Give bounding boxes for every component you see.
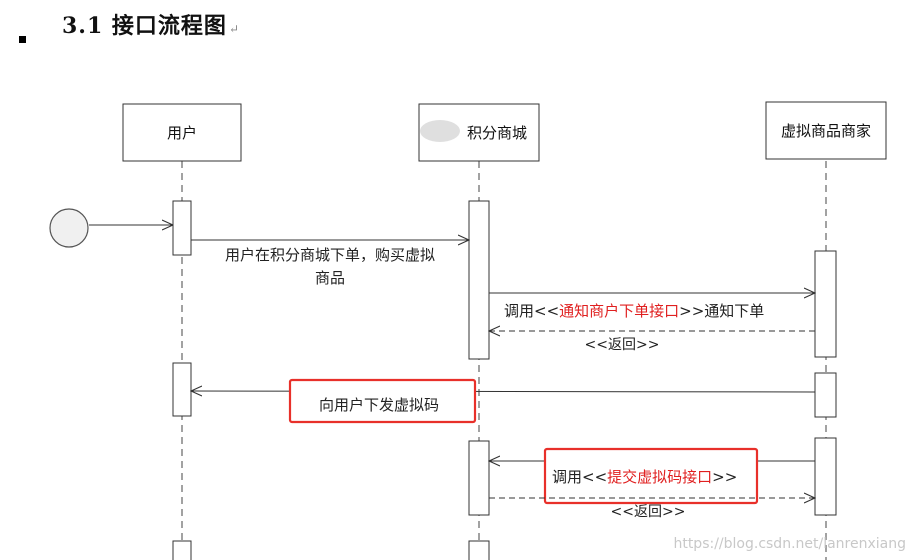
message-send-code-label: 向用户下发虚拟码	[319, 396, 439, 414]
section-title: 3.1 接口流程图	[62, 13, 227, 39]
actor-box-user	[122, 103, 242, 162]
list-bullet	[19, 36, 26, 43]
start-node	[49, 208, 89, 248]
return-1-label: <<返回>>	[585, 337, 660, 353]
activation-user-1	[172, 200, 192, 256]
message-submit-prefix: 调用<<	[552, 468, 607, 486]
activation-merchant-1	[814, 250, 837, 358]
message-order-line2: 商品	[315, 269, 345, 287]
watermark: https://blog.csdn.net/lanrenxiang	[673, 536, 906, 552]
message-notify-highlight: 通知商户下单接口	[559, 302, 679, 320]
activation-mall-2	[468, 440, 490, 516]
highlight-box-submit	[543, 447, 759, 505]
actor-label-merchant: 虚拟商品商家	[781, 122, 871, 140]
activation-mall-3	[468, 540, 490, 560]
message-submit-highlight: 提交虚拟码接口	[607, 468, 712, 486]
message-notify-suffix: >>通知下单	[679, 302, 764, 320]
redaction-blur	[420, 120, 460, 142]
activation-merchant-3	[814, 437, 837, 516]
actor-label-user: 用户	[167, 124, 197, 142]
section-heading: 3.1 接口流程图↵	[62, 8, 240, 40]
actor-box-merchant	[765, 101, 887, 160]
message-notify-label: 调用<<通知商户下单接口>>通知下单	[504, 302, 764, 320]
activation-merchant-2	[814, 372, 837, 418]
activation-user-3	[172, 540, 192, 560]
message-order-line1: 用户在积分商城下单，购买虚拟	[225, 246, 435, 264]
highlight-box-send-code	[288, 378, 477, 424]
message-submit-label: 调用<<提交虚拟码接口>>	[552, 468, 737, 486]
paragraph-mark: ↵	[228, 22, 240, 36]
actor-label-mall: 积分商城	[467, 124, 527, 142]
activation-mall-1	[468, 200, 490, 360]
activation-user-2	[172, 362, 192, 417]
return-2-label: <<返回>>	[611, 504, 686, 520]
message-submit-suffix: >>	[712, 468, 737, 486]
message-send-code-arrow	[191, 391, 816, 392]
message-notify-prefix: 调用<<	[504, 302, 559, 320]
